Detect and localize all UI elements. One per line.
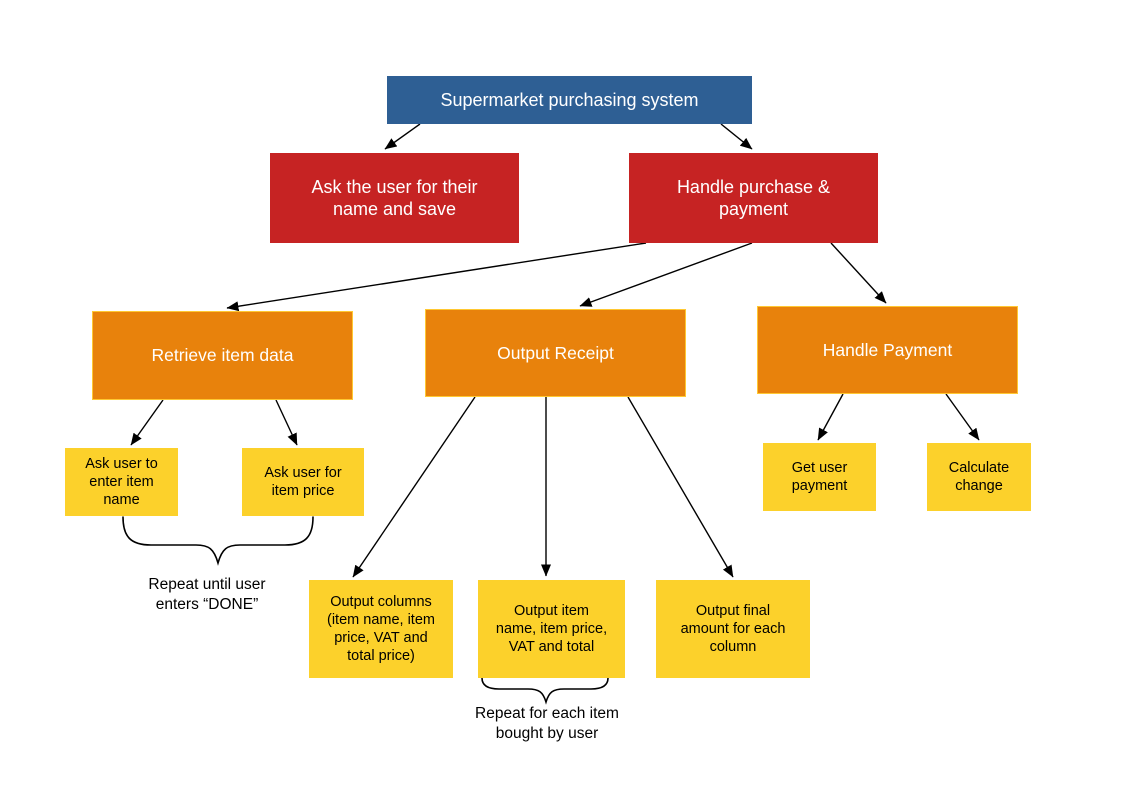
arrow-receipt-to-output-final-amount	[627, 396, 734, 578]
brace-repeat-for-each-item	[481, 677, 609, 705]
brace-repeat-until-done	[122, 516, 314, 566]
node-label: Calculate change	[948, 460, 1010, 494]
node-label: Retrieve item data	[151, 345, 294, 365]
node-label: Output final amount for each column	[680, 603, 786, 655]
node-label: Handle purchase & payment	[676, 177, 831, 219]
node-label: Ask user for item price	[264, 465, 342, 499]
node-ask-user-enter-item-name: Ask user to enter item name	[65, 448, 178, 516]
annotation-repeat-for-each-item: Repeat for each item bought by user	[442, 704, 652, 743]
arrow-root-to-handle-purchase	[720, 123, 753, 150]
node-label: Ask user to enter item name	[85, 456, 158, 508]
node-supermarket-purchasing-system: Supermarket purchasing system	[387, 76, 752, 124]
annotation-label: Repeat until user enters “DONE”	[148, 576, 266, 613]
node-label: Output item name, item price, VAT and to…	[495, 603, 608, 655]
node-label: Output columns (item name, item price, V…	[327, 594, 435, 664]
node-label: Supermarket purchasing system	[440, 90, 699, 110]
node-calculate-change: Calculate change	[927, 443, 1031, 511]
arrow-handle-purchase-to-handle-payment	[830, 242, 887, 304]
node-label: Get user payment	[791, 460, 848, 494]
annotation-repeat-until-done: Repeat until user enters “DONE”	[102, 575, 312, 614]
arrow-handle-purchase-to-output-receipt	[579, 242, 753, 307]
arrow-root-to-ask-user-name	[384, 123, 421, 150]
node-ask-user-item-price: Ask user for item price	[242, 448, 364, 516]
node-handle-payment: Handle Payment	[757, 306, 1018, 394]
node-label: Output Receipt	[497, 342, 614, 363]
node-output-receipt: Output Receipt	[425, 309, 686, 397]
node-label: Handle Payment	[822, 339, 953, 360]
node-label: Ask the user for their name and save	[311, 177, 478, 219]
annotation-label: Repeat for each item bought by user	[475, 705, 619, 742]
node-get-user-payment: Get user payment	[763, 443, 876, 511]
arrow-payment-to-get-user-payment	[817, 393, 844, 441]
node-retrieve-item-data: Retrieve item data	[92, 311, 353, 400]
node-output-columns: Output columns (item name, item price, V…	[309, 580, 453, 678]
arrow-retrieve-to-ask-item-name	[130, 399, 164, 446]
arrow-payment-to-calculate-change	[945, 393, 980, 441]
node-output-final-amount: Output final amount for each column	[656, 580, 810, 678]
node-output-item-name-price-vat-total: Output item name, item price, VAT and to…	[478, 580, 625, 678]
node-handle-purchase-and-payment: Handle purchase & payment	[629, 153, 878, 243]
arrow-handle-purchase-to-retrieve-item-data	[226, 242, 647, 312]
node-ask-user-name-and-save: Ask the user for their name and save	[270, 153, 519, 243]
arrow-retrieve-to-ask-item-price	[275, 399, 298, 446]
arrow-receipt-to-output-columns	[352, 396, 476, 578]
